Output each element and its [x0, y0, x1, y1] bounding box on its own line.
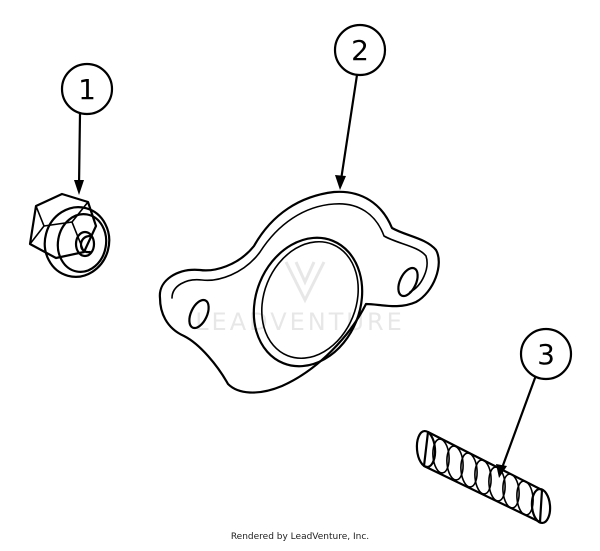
part-exhaust-gasket[interactable] — [158, 190, 440, 394]
watermark: LEADVENTURE — [195, 261, 405, 336]
callout-1-leader — [77, 112, 82, 188]
watermark-text: LEADVENTURE — [195, 308, 405, 336]
callout-3-leader — [500, 376, 537, 470]
watermark-logo-icon — [284, 261, 326, 304]
callout-3-arrowhead-icon — [496, 464, 507, 478]
part-stud[interactable] — [415, 429, 552, 525]
callout-1-arrowhead-icon — [74, 180, 84, 195]
callout-2[interactable]: 2 — [333, 23, 387, 190]
callout-1-label: 1 — [78, 73, 96, 106]
callout-3-label: 3 — [537, 338, 555, 371]
render-credit: Rendered by LeadVenture, Inc. — [230, 532, 370, 542]
callout-1[interactable]: 1 — [60, 62, 114, 195]
stud-threads — [432, 438, 534, 516]
callout-3[interactable]: 3 — [496, 327, 573, 478]
callout-2-leader — [339, 73, 359, 182]
part-flange-nut[interactable] — [28, 192, 117, 284]
callout-2-label: 2 — [351, 34, 369, 67]
callout-2-arrowhead-icon — [335, 175, 346, 190]
